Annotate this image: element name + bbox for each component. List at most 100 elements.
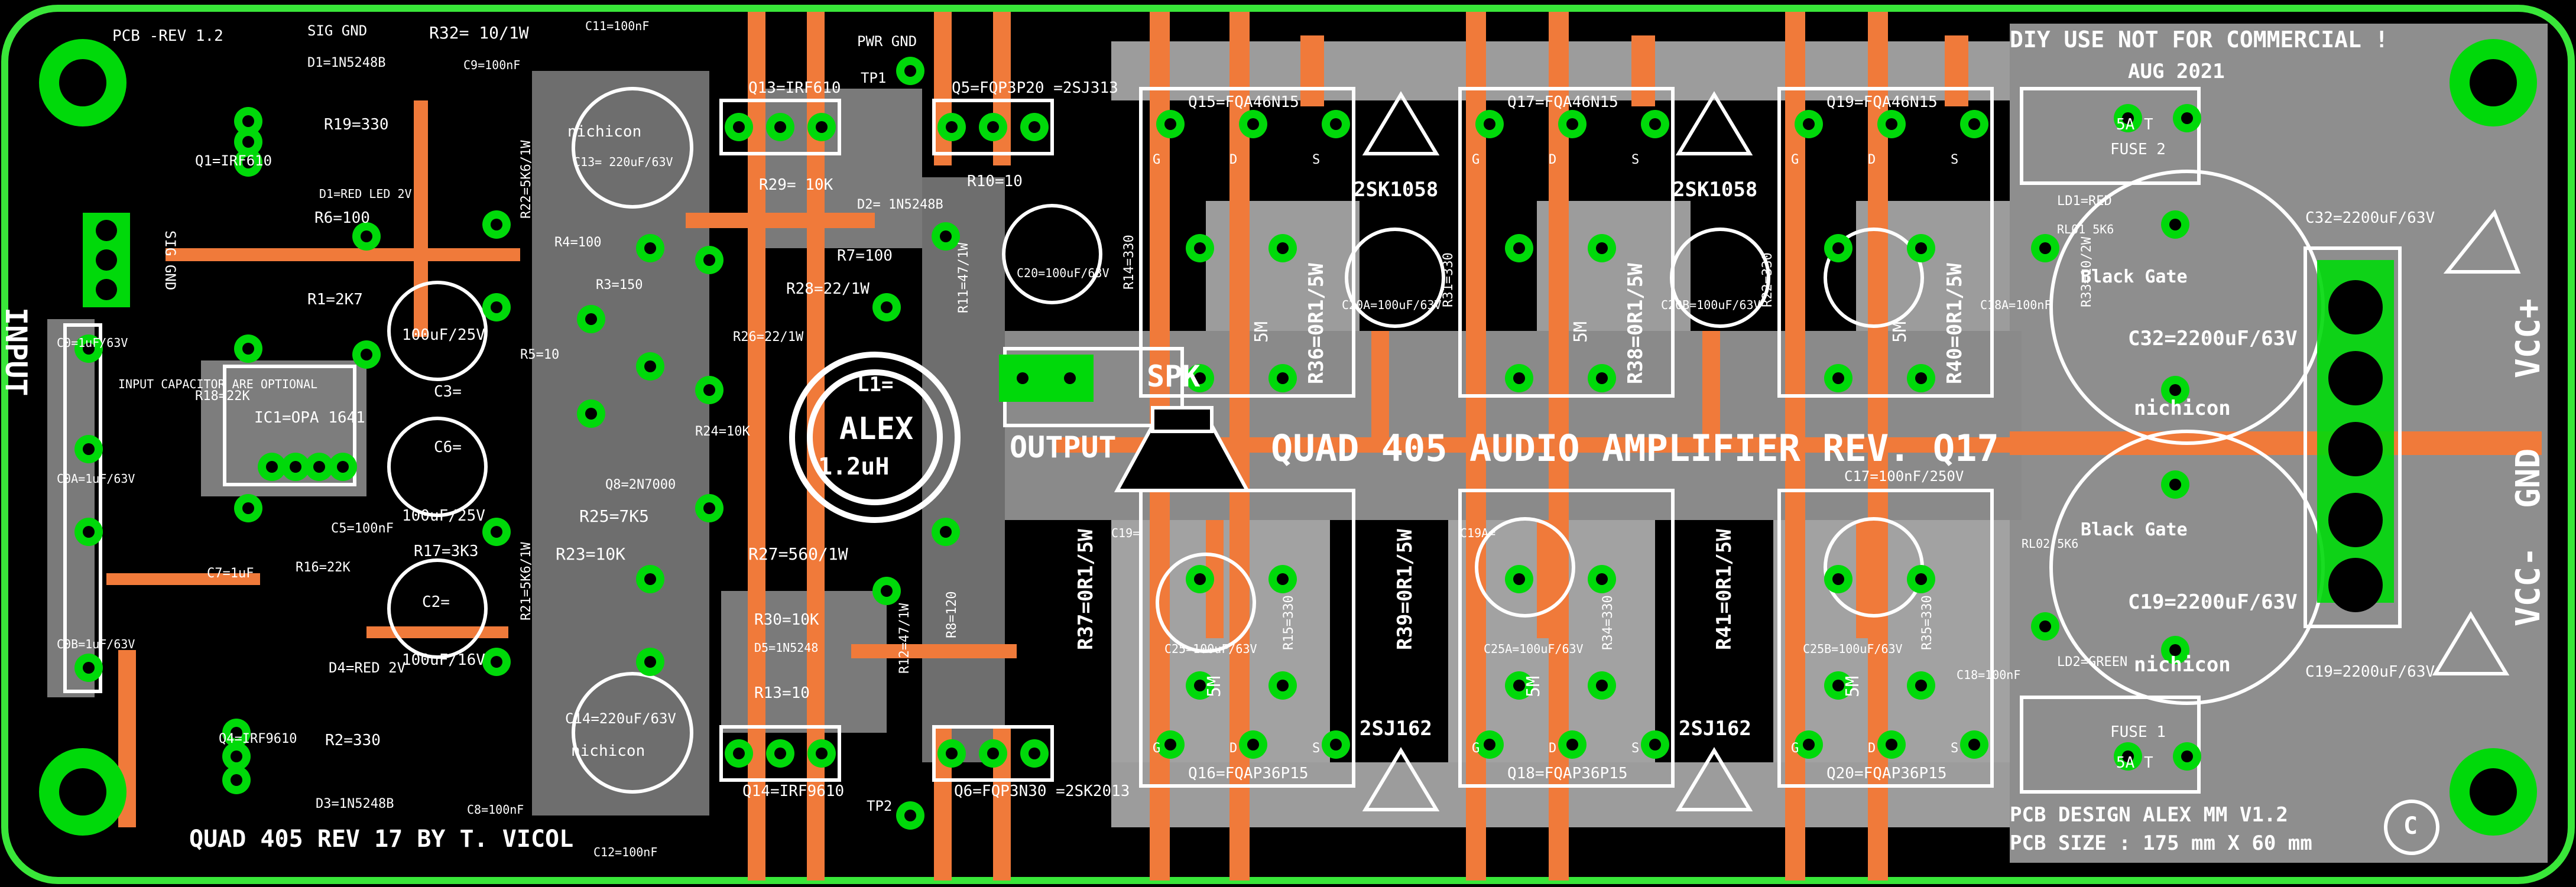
board-title: QUAD 405 AUDIO AMPLIFIER REV. Q17 bbox=[1271, 427, 1999, 470]
sk-label-1: 2SK1058 bbox=[1354, 178, 1439, 202]
pad-hole bbox=[644, 656, 656, 668]
pin-s-label: S bbox=[1951, 152, 1959, 167]
pad-hole bbox=[1596, 680, 1608, 691]
sig-gnd-side: SIG GND bbox=[162, 230, 179, 291]
output-p-5m: 5M bbox=[1523, 675, 1544, 697]
output-p-r-label: R41=0R1/5W bbox=[1712, 529, 1736, 650]
nichicon-c13: nichicon bbox=[567, 123, 642, 141]
output-p-5m: 5M bbox=[1842, 675, 1863, 697]
pin-d-label: D bbox=[1229, 152, 1238, 167]
tp1: TP1 bbox=[861, 70, 887, 86]
output-n-c-label: C18A=100nF bbox=[1980, 298, 2052, 312]
r27-label: R27=560/1W bbox=[748, 544, 848, 564]
sj-label-2: 2SJ162 bbox=[1679, 717, 1751, 740]
pad-hole bbox=[1886, 118, 1897, 130]
r26-label: R26=22/1W bbox=[733, 330, 804, 345]
c19b-label: C19= bbox=[1111, 526, 1140, 540]
pad-hole bbox=[1330, 739, 1342, 750]
c18b-label: C18=100nF bbox=[1957, 668, 2021, 682]
d1led-label: D1=RED LED 2V bbox=[319, 187, 412, 201]
pad-hole bbox=[1596, 242, 1608, 254]
c0a-label: C0A=1uF/63V bbox=[57, 472, 135, 486]
pad-hole bbox=[816, 121, 828, 133]
output-n-5m: 5M bbox=[1890, 321, 1910, 343]
pad-hole bbox=[1513, 242, 1525, 254]
output-n-r-label: R40=0R1/5W bbox=[1943, 263, 1967, 384]
c2-label: C2= bbox=[422, 593, 450, 611]
big-capacitors bbox=[387, 87, 2325, 794]
power-connector bbox=[2317, 260, 2394, 612]
pad-hole bbox=[242, 343, 254, 355]
pin-g-label: G bbox=[1153, 152, 1161, 167]
r11-label: R11=47/1W bbox=[956, 242, 971, 313]
pad-hole bbox=[904, 65, 916, 77]
c9-label: C9=100nF bbox=[463, 58, 521, 72]
output-n-r-label: R36=0R1/5W bbox=[1305, 263, 1328, 384]
d1-label: D1=1N5248B bbox=[307, 56, 386, 70]
r30-label: R30=10K bbox=[754, 611, 819, 629]
pad-hole bbox=[313, 461, 325, 473]
pad-hole bbox=[1194, 242, 1206, 254]
pad-hole bbox=[1566, 739, 1578, 750]
pad-hole bbox=[644, 573, 656, 585]
pad-hole bbox=[242, 157, 254, 168]
output-n-rr-label: R31=330 bbox=[1441, 252, 1456, 307]
c32-label: C32=2200uF/63V bbox=[2128, 327, 2298, 350]
output-p-q-label: Q18=FQAP36P15 bbox=[1507, 765, 1628, 782]
pad-hole bbox=[1513, 372, 1525, 384]
pad-hole bbox=[1968, 739, 1980, 750]
q8-label: Q8=2N7000 bbox=[605, 477, 676, 492]
pad-hole bbox=[733, 121, 745, 133]
ld2: LD2=GREEN bbox=[2057, 655, 2128, 670]
pin-d-label: D bbox=[1549, 741, 1557, 756]
copyright-circle bbox=[2384, 800, 2439, 855]
r18-label: R18=22K bbox=[195, 389, 250, 404]
r1-label: R1=2K7 bbox=[307, 291, 363, 308]
r25-label: R25=7K5 bbox=[579, 506, 650, 526]
c3-label: C3= bbox=[434, 383, 462, 401]
pad-hole bbox=[231, 774, 242, 786]
nichicon-top: nichicon bbox=[2134, 397, 2231, 420]
footer-left: QUAD 405 REV 17 BY T. VICOL bbox=[189, 826, 574, 853]
coil-l1-label: L1= bbox=[857, 373, 894, 397]
rl02: RL02 5K6 bbox=[2022, 537, 2079, 551]
pin-g-label: G bbox=[1791, 152, 1799, 167]
d3-label: D3=1N5248B bbox=[316, 797, 394, 811]
pad-hole bbox=[290, 461, 301, 473]
c32-edge-label: C32=2200uF/63V bbox=[2305, 209, 2435, 227]
output-p-c-label: C25B=100uF/63V bbox=[1803, 642, 1903, 656]
output-n-5m: 5M bbox=[1251, 321, 1272, 343]
pin-s-label: S bbox=[1312, 152, 1321, 167]
output-n-q-label: Q15=FQA46N15 bbox=[1188, 93, 1299, 111]
output-p-rr-label: R34=330 bbox=[1601, 595, 1615, 650]
pwr-gnd: PWR GND bbox=[857, 33, 917, 50]
r5-label: R5=10 bbox=[520, 347, 560, 362]
output-n-rr-label: R33=10/2W bbox=[2079, 236, 2094, 307]
pad-hole bbox=[946, 748, 958, 759]
c14-label: C14=220uF/63V bbox=[565, 710, 676, 727]
pin-s-label: S bbox=[1951, 741, 1959, 756]
pad-hole bbox=[585, 408, 597, 420]
pad-hole bbox=[1649, 739, 1661, 750]
pad-hole bbox=[946, 121, 958, 133]
q1-label: Q1=IRF610 bbox=[195, 152, 272, 169]
fuse2-label: FUSE 2 bbox=[2110, 141, 2166, 158]
output-n-5m: 5M bbox=[1571, 321, 1591, 343]
fuse1-rating: 5A T bbox=[2116, 754, 2153, 772]
pin-s-label: S bbox=[1631, 152, 1640, 167]
c19-label: C19=2200uF/63V bbox=[2128, 590, 2298, 614]
output-p-5m: 5M bbox=[1204, 675, 1225, 697]
pad-hole bbox=[1915, 372, 1927, 384]
pad-hole bbox=[231, 750, 242, 762]
d5-label: D5=1N5248 bbox=[754, 641, 819, 655]
input-cap-optional: INPUT CAPACITOR ARE OPTIONAL bbox=[118, 377, 318, 391]
spk-label: SPK bbox=[1147, 359, 1201, 394]
output-n-r-label: R38=0R1/5W bbox=[1624, 263, 1647, 384]
pad-hole bbox=[83, 343, 95, 355]
pad-hole bbox=[2122, 750, 2134, 762]
pad-hole bbox=[1596, 573, 1608, 585]
pad-hole bbox=[881, 585, 893, 597]
pad-hole bbox=[1803, 739, 1815, 750]
pad-hole bbox=[2181, 112, 2193, 124]
